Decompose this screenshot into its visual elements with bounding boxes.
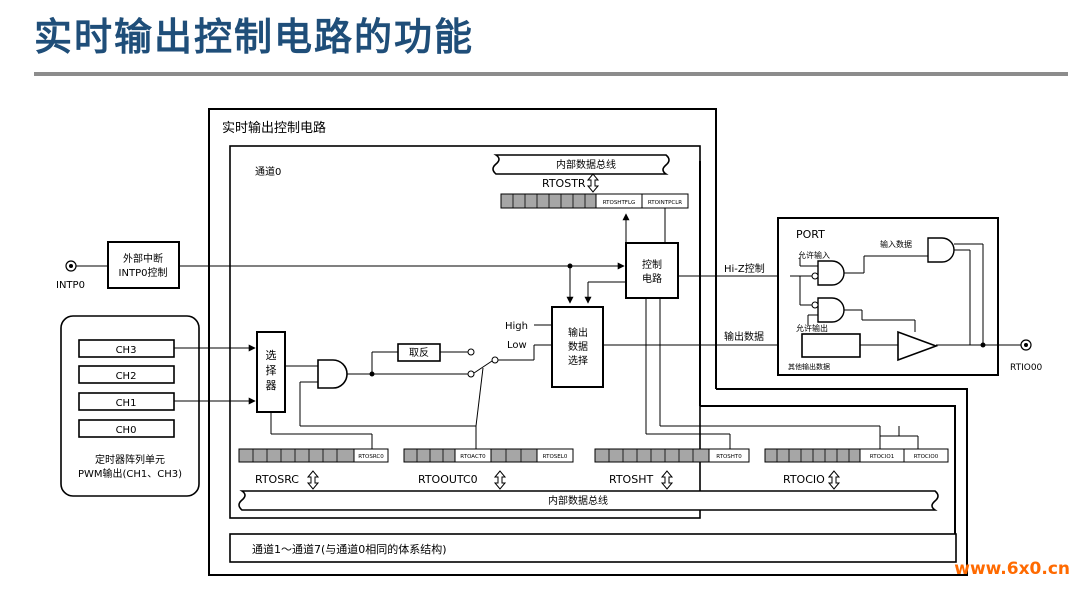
rtooutc0-bit-act: RTOACT0	[460, 454, 486, 460]
channel0-box	[229, 145, 701, 519]
rtooutc0-label: RTOOUTC0	[418, 473, 478, 486]
rtocio-bit-1: RTOCIO1	[870, 454, 894, 460]
other-output-label: 其他输出数据	[788, 362, 830, 371]
rtosrc-label: RTOSRC	[255, 473, 299, 486]
output-select-line3: 选择	[568, 354, 588, 367]
output-data-label: 输出数据	[724, 330, 764, 343]
intp-block-line1: 外部中断	[123, 252, 163, 265]
output-select-line1: 输出	[568, 326, 588, 339]
and-gate	[317, 359, 348, 389]
watermark-text: www.6x0.cn	[954, 559, 1070, 579]
internal-bus-bottom	[238, 490, 939, 511]
allow-input-label: 允许输入	[798, 250, 830, 260]
timer-ch2: CH2	[116, 371, 137, 382]
control-circuit-block	[625, 242, 679, 299]
select-switch	[473, 360, 493, 374]
rtio00-pin-label: RTIO00	[1010, 363, 1043, 373]
intp-block-line2: INTP0控制	[119, 266, 168, 279]
channels-1-7-box	[229, 533, 957, 563]
rtostr-register: RTOSHTFLG RTOINTPCLR	[500, 193, 689, 209]
control-circuit-line2: 电路	[642, 272, 662, 285]
rtostr-bit-shtflg: RTOSHTFLG	[603, 200, 636, 206]
high-label: High	[505, 321, 528, 332]
hiz-label: Hi-Z控制	[724, 262, 765, 275]
port-and-gate-2	[817, 297, 845, 323]
port-label: PORT	[796, 228, 825, 241]
title-rule	[34, 72, 1068, 76]
invert-label: 取反	[409, 347, 429, 359]
register-rtosht: RTOSHT0	[594, 448, 750, 463]
port-output-latch	[801, 333, 861, 358]
timer-channel-list: CH3 CH2 CH1 CH0	[78, 339, 175, 438]
internal-bus-top	[492, 154, 670, 175]
timer-caption-line2: PWM输出(CH1、CH3)	[78, 467, 182, 480]
rtooutc0-bit-sel: RTOSEL0	[543, 454, 568, 460]
channel0-label: 通道0	[255, 165, 281, 178]
rtosht-bit-0: RTOSHT0	[716, 454, 742, 460]
rtocio-bit-0: RTOCIO0	[914, 454, 939, 460]
port-and-gate-1	[817, 260, 845, 286]
timer-ch0: CH0	[116, 425, 137, 436]
output-select-line2: 数据	[568, 340, 588, 353]
rtocio-label: RTOCIO	[783, 473, 825, 486]
intp0-pin-label: INTP0	[56, 280, 85, 291]
intp-control-block	[107, 241, 180, 289]
internal-bus-top-label: 内部数据总线	[556, 158, 616, 171]
register-rtooutc0: RTOACT0 RTOSEL0	[403, 448, 574, 463]
output-select-block	[551, 306, 604, 388]
register-rtocio: RTOCIO1 RTOCIO0	[764, 448, 949, 463]
port-output-buffer	[897, 330, 939, 362]
timer-ch1: CH1	[116, 398, 137, 409]
port-and-gate-3	[927, 237, 955, 263]
outer-frame-label: 实时输出控制电路	[222, 120, 326, 136]
rtostr-bit-intpclr: RTOINTPCLR	[648, 200, 682, 206]
selector-block	[256, 331, 286, 413]
rtosht-label: RTOSHT	[609, 473, 653, 486]
timer-ch3: CH3	[116, 345, 137, 356]
internal-bus-bottom-label: 内部数据总线	[548, 494, 608, 507]
rtosrc-bit-0: RTOSRC0	[358, 454, 384, 460]
register-rtosrc: RTOSRC0	[238, 448, 389, 463]
allow-output-label: 允许输出	[796, 323, 828, 333]
page-title: 实时输出控制电路的功能	[34, 15, 475, 59]
selector-char-2: 择	[266, 363, 277, 377]
input-data-label: 输入数据	[880, 239, 912, 249]
control-circuit-line1: 控制	[642, 258, 662, 271]
rtostr-label: RTOSTR	[542, 177, 586, 190]
channels-1-7-label: 通道1～通道7(与通道0相同的体系结构)	[252, 542, 447, 556]
timer-caption-line1: 定时器阵列单元	[95, 453, 165, 466]
selector-char-1: 选	[266, 349, 277, 362]
selector-char-3: 器	[266, 379, 277, 392]
low-label: Low	[507, 340, 527, 351]
